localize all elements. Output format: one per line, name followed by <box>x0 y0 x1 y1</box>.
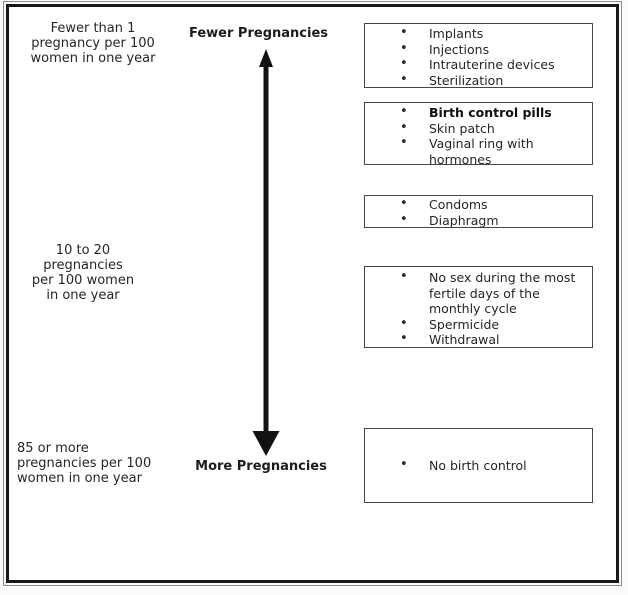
method-item: • Spermicide <box>365 315 592 333</box>
item-text: Sterilization <box>429 72 504 88</box>
item-text: Skin patch <box>429 120 495 136</box>
method-item: • Diaphragm <box>365 211 592 229</box>
item-text: Diaphragm <box>429 212 499 228</box>
item-text: Birth control pills <box>429 105 552 120</box>
method-box-most-effective: • Implants • Injections • Intrauterine d… <box>364 23 593 88</box>
method-item: • Implants <box>365 25 592 42</box>
method-box-hormonal: • Birth control pills • Skin patch • Vag… <box>364 102 593 167</box>
rate-label-10-to-20: 10 to 20 pregnancies per 100 women in on… <box>31 243 135 303</box>
axis-label-fewer-pregnancies: Fewer Pregnancies <box>189 26 328 41</box>
method-item: • Intrauterine devices <box>365 56 592 73</box>
item-text: Condoms <box>429 197 488 212</box>
method-item: • No sex during the most fertile days of… <box>365 269 592 317</box>
item-text: No sex during the most fertile days of t… <box>429 270 576 316</box>
bullet-icon: • <box>400 135 408 150</box>
method-item: • Birth control pills <box>365 104 592 121</box>
method-item: • Withdrawal <box>365 331 592 348</box>
method-box-none: • No birth control <box>364 428 593 503</box>
item-text: No birth control <box>429 457 527 473</box>
arrowhead-down-icon <box>252 431 280 456</box>
arrow-shaft <box>263 65 269 433</box>
arrowhead-up-icon <box>259 49 273 67</box>
item-text: Implants <box>429 26 484 41</box>
rate-label-85-or-more: 85 or more pregnancies per 100 women in … <box>17 441 152 486</box>
bullet-icon: • <box>400 211 408 227</box>
method-item: • Sterilization <box>365 71 592 89</box>
method-item: • No birth control <box>365 456 592 474</box>
item-text: Vaginal ring with hormones <box>429 136 534 167</box>
item-text: Spermicide <box>429 316 500 332</box>
bullet-icon: • <box>400 196 408 211</box>
method-box-behavioral: • No sex during the most fertile days of… <box>364 266 593 348</box>
item-text: Withdrawal <box>429 332 500 347</box>
bullet-icon: • <box>400 40 408 56</box>
method-item: • Vaginal ring with hormones <box>365 135 592 167</box>
direction-arrow <box>252 49 280 456</box>
method-item: • Injections <box>365 40 592 58</box>
bullet-icon: • <box>400 104 408 119</box>
method-item: • Skin patch <box>365 119 592 137</box>
bullet-icon: • <box>400 456 408 472</box>
method-box-barrier: • Condoms • Diaphragm <box>364 195 593 228</box>
bullet-icon: • <box>400 331 408 346</box>
bullet-icon: • <box>400 119 408 135</box>
bullet-icon: • <box>400 56 408 71</box>
axis-label-more-pregnancies: More Pregnancies <box>195 459 327 474</box>
method-item: • Condoms <box>365 196 592 213</box>
item-text: Injections <box>429 41 490 57</box>
bullet-icon: • <box>400 25 408 40</box>
bullet-icon: • <box>400 269 408 284</box>
item-text: Intrauterine devices <box>429 57 555 72</box>
bullet-icon: • <box>400 315 408 331</box>
rate-label-fewer-than-1: Fewer than 1 pregnancy per 100 women in … <box>30 21 156 66</box>
bullet-icon: • <box>400 71 408 87</box>
